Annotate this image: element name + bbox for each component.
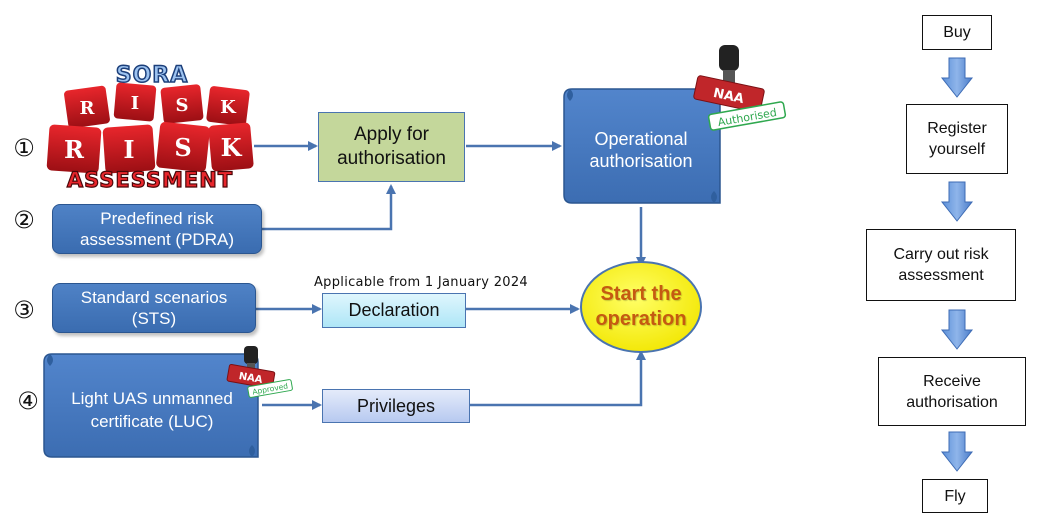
risk-cube [206, 86, 250, 126]
risk-cube [160, 84, 204, 124]
assessment-banner: ASSESSMENT [67, 168, 233, 192]
approved-stamp: NAA Approved [226, 346, 293, 398]
stamp-neck [247, 363, 255, 371]
marker-3: ③ [13, 296, 35, 324]
step-register-yourself: Register yourself [906, 104, 1008, 174]
risk-cube [156, 122, 210, 172]
stamp-body [693, 75, 765, 113]
arrow-privileges-to-start [470, 350, 646, 407]
stamp-body [226, 363, 276, 390]
flow-down-arrows [940, 57, 974, 472]
cube-letter: R [64, 135, 85, 164]
step-fly: Fly [922, 479, 988, 513]
down-arrow [940, 181, 974, 222]
risk-cube [113, 82, 157, 122]
stamp-handle [244, 346, 258, 364]
step-receive-authorisation: Receive authorisation [878, 357, 1026, 426]
down-arrow [940, 309, 974, 350]
connectors [254, 141, 646, 410]
sts-box: Standard scenarios (STS) [52, 283, 256, 333]
step-carry-out-risk-assessment: Carry out risk assessment [866, 229, 1016, 301]
declaration-box: Declaration [322, 293, 466, 328]
risk-cubes [46, 82, 254, 174]
stamp-imprint [247, 379, 293, 398]
marker-1: ① [13, 134, 35, 162]
cube-letter: R [80, 98, 96, 119]
cube-letter: S [176, 95, 189, 116]
arrow-pdra-to-apply [262, 184, 396, 231]
cube-letter: K [220, 97, 237, 118]
scroll-curl-top [567, 89, 573, 101]
cube-letter: I [123, 135, 134, 164]
scroll-curl-bottom [711, 191, 717, 203]
scroll-curl-top [47, 354, 53, 366]
scroll-curl-bottom [249, 445, 255, 457]
pdra-box: Predefined risk assessment (PDRA) [52, 204, 262, 254]
luc-label: Light UAS unmanned certificate (LUC) [71, 389, 233, 431]
applicable-date-note: Applicable from 1 January 2024 [313, 274, 529, 290]
operational-authorisation-label: Operational authorisation [589, 129, 693, 171]
apply-for-authorisation-box: Apply for authorisation [318, 112, 465, 182]
stamp-naa-label: NAA [238, 371, 264, 386]
sora-title: SORA [116, 63, 189, 88]
cube-letter: I [131, 93, 139, 114]
cube-letter: S [174, 133, 191, 162]
step-buy: Buy [922, 15, 992, 50]
stamp-handle [719, 45, 739, 71]
risk-cube [102, 124, 156, 174]
down-arrow [940, 431, 974, 472]
risk-cube [46, 124, 102, 174]
start-operation-ellipse [580, 261, 702, 353]
stamp-naa-label: NAA [712, 86, 745, 107]
cube-letter: K [221, 133, 243, 162]
risk-cube [64, 85, 110, 129]
risk-cube-letters: R I S K R I S K [64, 93, 243, 164]
stamp-neck [723, 70, 735, 84]
risk-cube [208, 122, 254, 172]
stamp-imprint [707, 101, 787, 131]
down-arrow [940, 57, 974, 98]
sora-risk-graphic: SORA R I S K R I S K ASSESSMENT [46, 62, 254, 193]
start-the-operation-label: Start the operation [595, 283, 687, 330]
privileges-box: Privileges [322, 389, 470, 423]
marker-4: ④ [17, 387, 39, 415]
marker-2: ② [13, 206, 35, 234]
